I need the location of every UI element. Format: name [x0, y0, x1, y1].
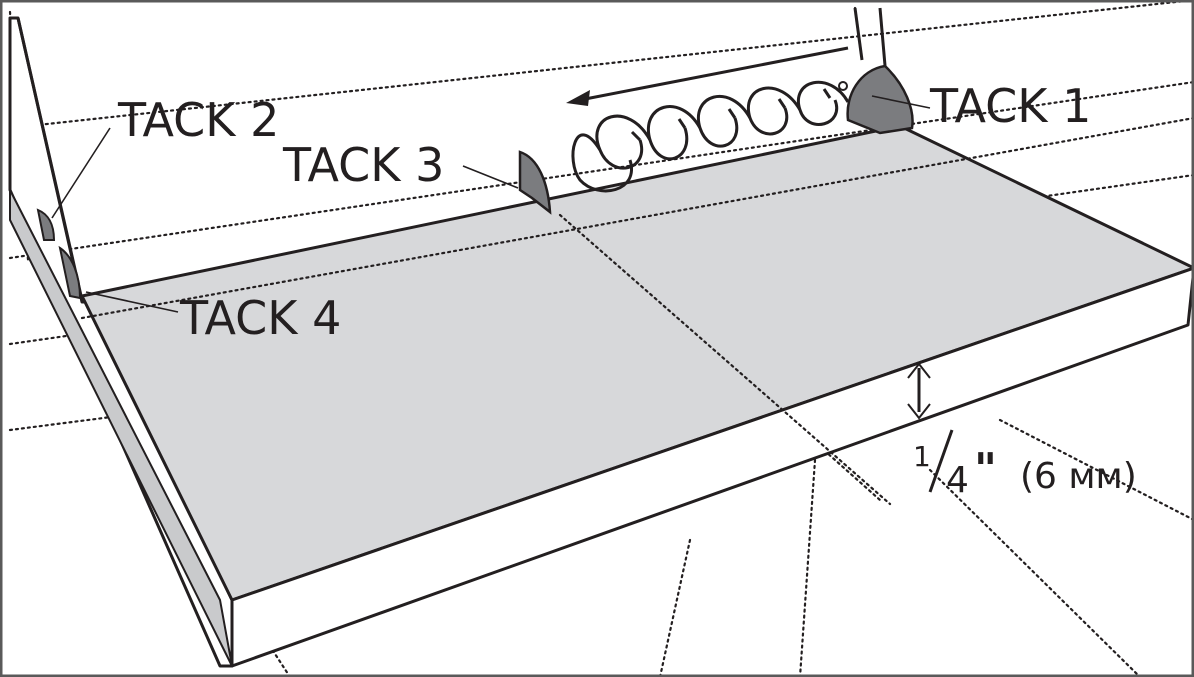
weave-pattern	[571, 80, 850, 193]
tack-weld-4	[58, 245, 82, 300]
fraction-numerator: 1	[913, 440, 931, 473]
plate-front-face	[230, 266, 1194, 668]
tack-weld-3	[518, 150, 552, 215]
tack-weld-2	[36, 208, 56, 241]
inch-mark: "	[974, 444, 997, 495]
tack-weld-1	[846, 64, 914, 135]
label-tack-1: TACK 1	[929, 79, 1091, 133]
label-tack-4: TACK 4	[179, 291, 341, 345]
thickness-dimension	[907, 362, 931, 420]
label-tack-3: TACK 3	[282, 138, 444, 192]
leader-lines	[51, 95, 931, 313]
dimension-label: 1 4 " (6 мм)	[913, 429, 1137, 501]
fraction-denominator: 4	[946, 460, 969, 501]
label-tack-2: TACK 2	[117, 93, 279, 147]
travel-direction-arrow	[566, 46, 849, 106]
metric-value: (6 мм)	[1020, 456, 1137, 497]
fraction-slash	[928, 429, 954, 493]
horizontal-plate	[80, 116, 1194, 668]
